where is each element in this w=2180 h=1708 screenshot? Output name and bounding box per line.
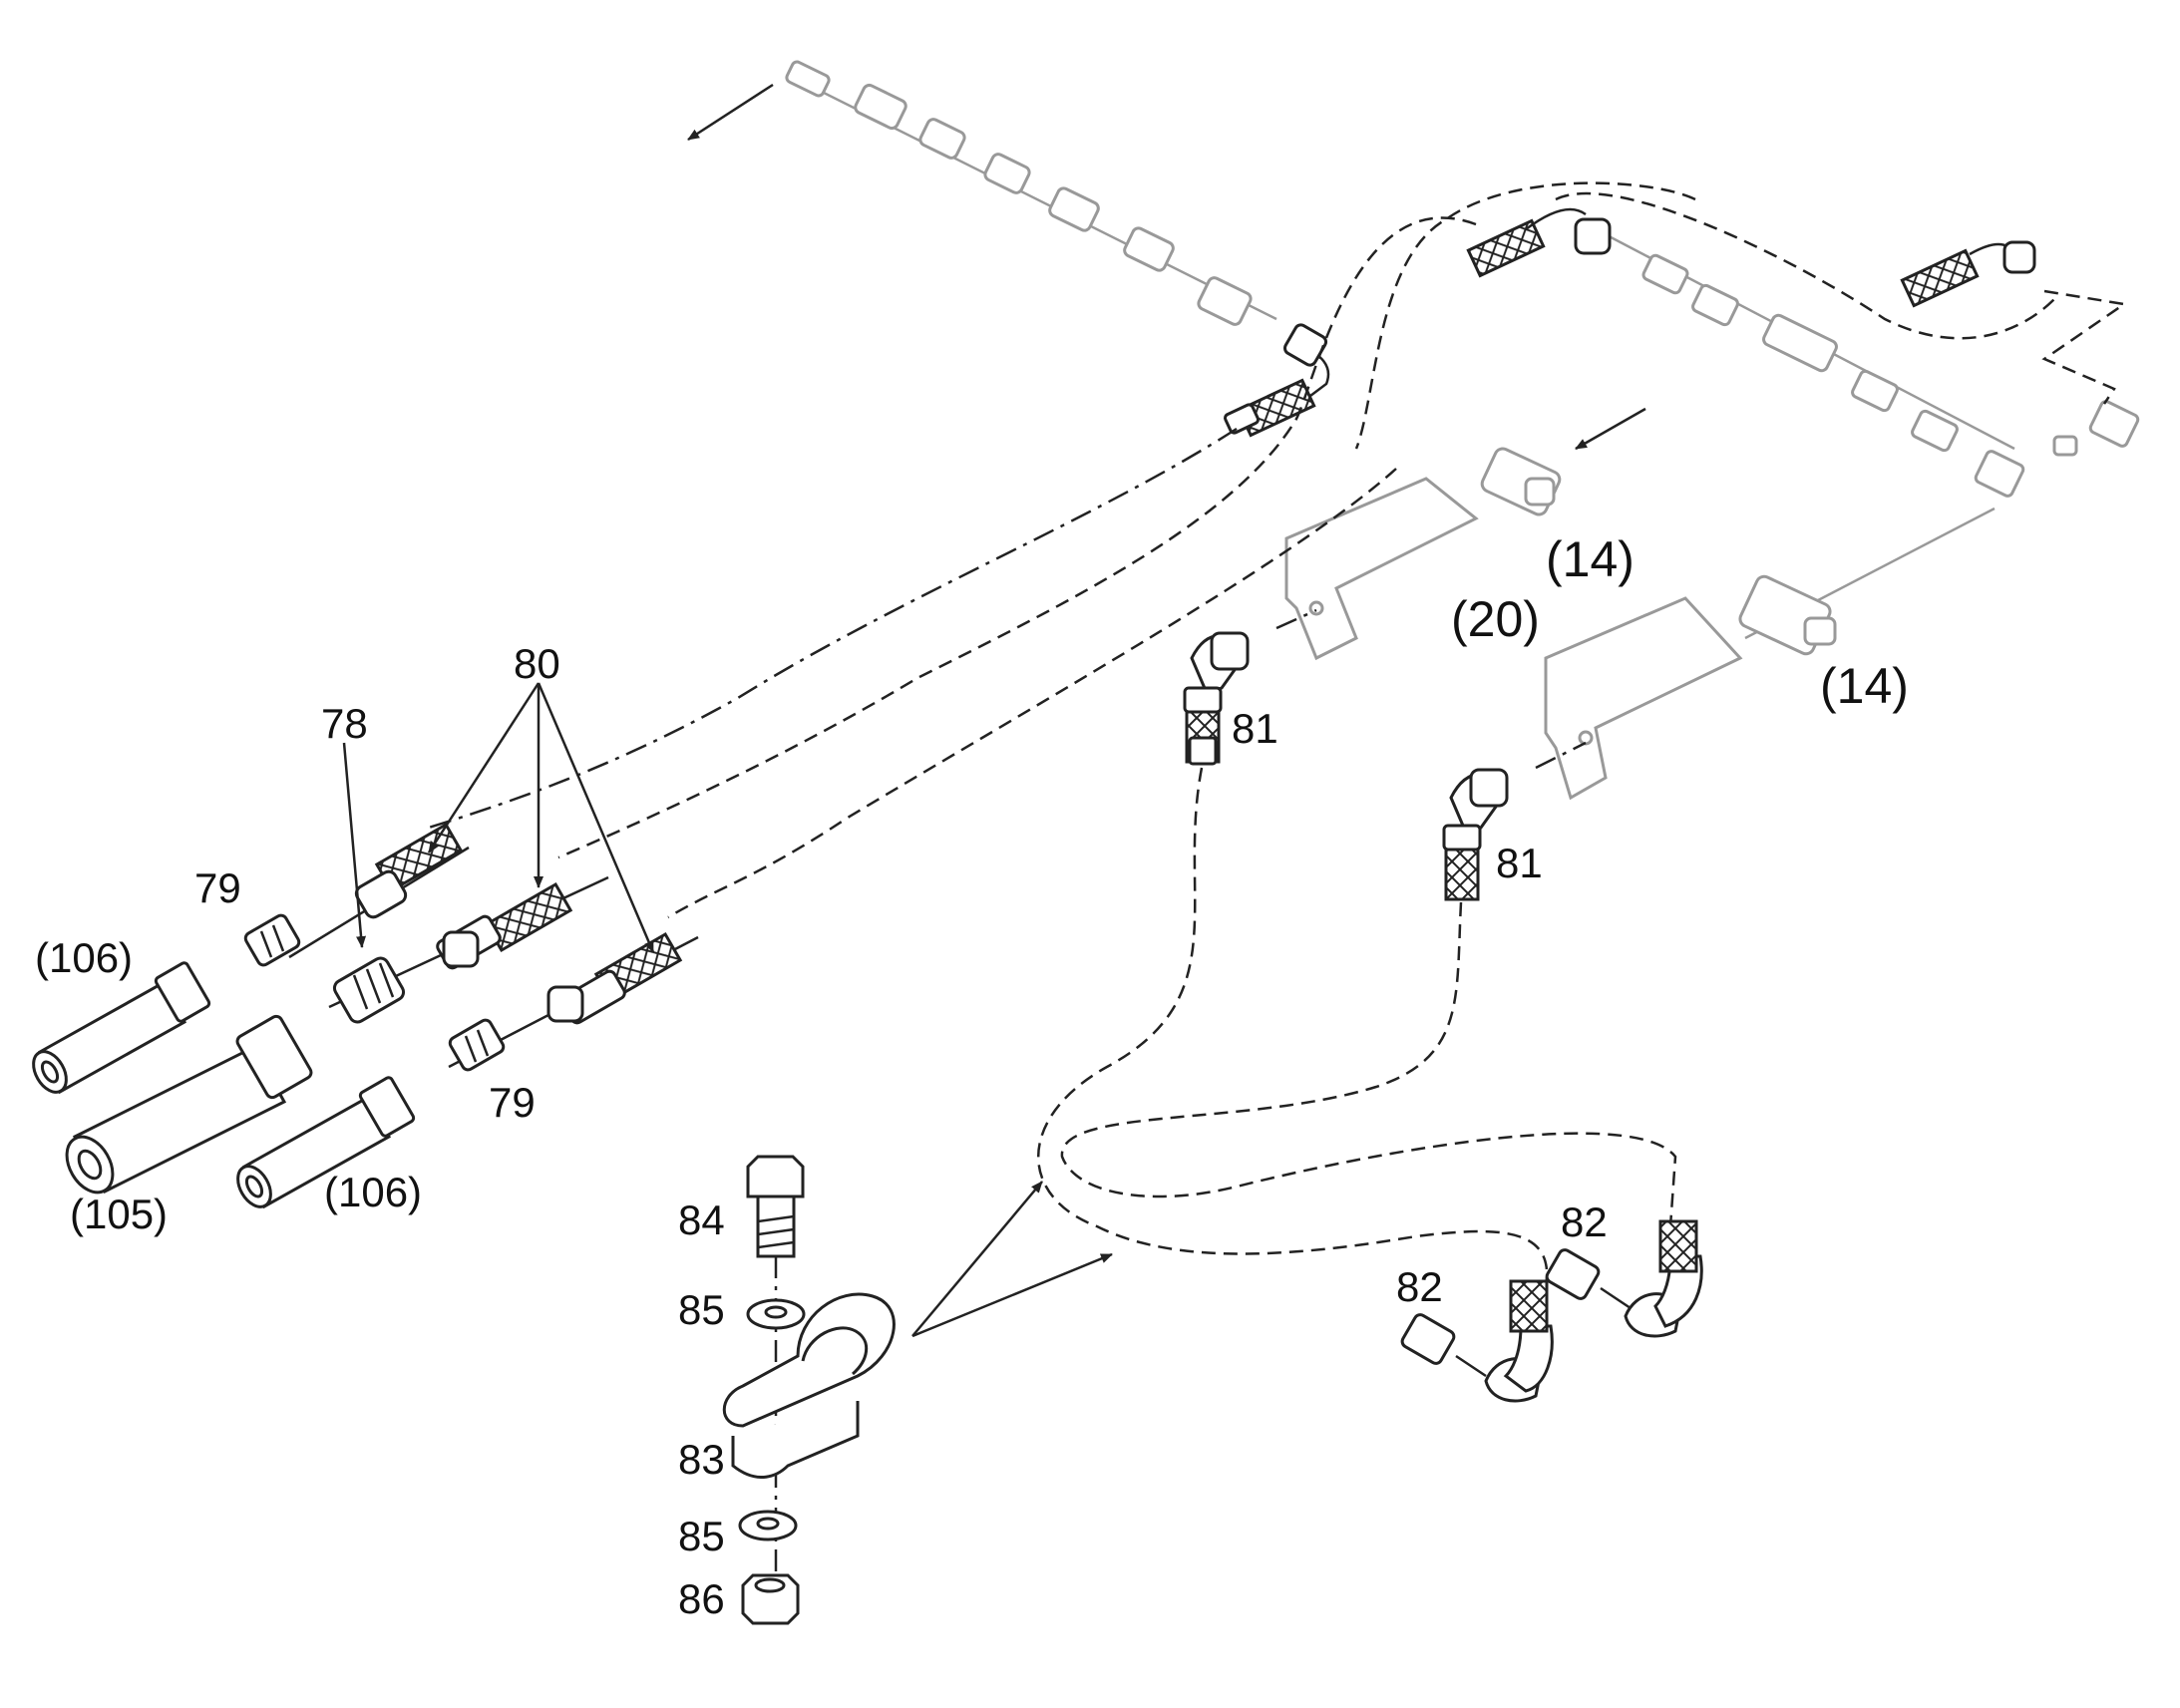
label-79-upper: 79 — [194, 864, 241, 911]
fitting-78 — [332, 956, 406, 1024]
hose-81-left — [1183, 608, 1317, 766]
callout-leaders-left — [342, 682, 655, 953]
label-81-left: 81 — [1232, 705, 1278, 752]
hose-81-right — [1442, 741, 1587, 901]
mounting-bracket-lower — [1544, 596, 1743, 801]
upper-right-fitting-run — [1466, 207, 2140, 498]
upper-ghost-fitting-run — [687, 60, 1330, 438]
clamp-83 — [722, 1292, 896, 1480]
label-106-lower: (106) — [324, 1169, 422, 1215]
tube-106-upper — [32, 961, 211, 1095]
label-78: 78 — [321, 700, 368, 747]
label-79-lower: 79 — [489, 1079, 536, 1126]
washer-85-lower — [738, 1510, 798, 1541]
nut-86 — [741, 1573, 800, 1625]
clamp-callout-leaders — [911, 1181, 1113, 1338]
label-82-left: 82 — [1396, 1263, 1443, 1310]
adapter-79-lower — [448, 1018, 506, 1072]
washer-85-upper — [746, 1298, 806, 1330]
tube-105 — [65, 1014, 313, 1195]
label-14-upper: (14) — [1546, 531, 1635, 587]
hose-assembly-bottom — [448, 931, 699, 1069]
bolt-84 — [746, 1155, 805, 1258]
valve-block-lower — [1738, 507, 1996, 656]
label-106-upper: (106) — [35, 934, 133, 981]
elbow-fitting-82-right — [1545, 1219, 1703, 1338]
label-86: 86 — [678, 1575, 725, 1622]
tube-106-lower — [236, 1076, 416, 1209]
label-105: (105) — [70, 1191, 168, 1237]
valve-block-upper — [1480, 407, 1646, 516]
label-85-lower: 85 — [678, 1513, 725, 1559]
label-84: 84 — [678, 1196, 725, 1243]
adapter-79-upper — [243, 913, 301, 967]
elbow-fitting-82-left — [1400, 1279, 1554, 1403]
label-80: 80 — [514, 640, 560, 687]
label-85-upper: 85 — [678, 1286, 725, 1333]
mounting-bracket-upper — [1284, 477, 1479, 661]
label-20: (20) — [1451, 591, 1540, 647]
label-83: 83 — [678, 1436, 725, 1483]
part-callout-labels: 80 78 79 (106) 79 (106) (105) 84 85 83 8… — [35, 531, 1909, 1622]
label-14-lower: (14) — [1820, 658, 1909, 714]
hose-assembly-top — [288, 822, 470, 959]
label-81-right: 81 — [1496, 840, 1543, 886]
label-82-right: 82 — [1561, 1198, 1608, 1245]
hose-routing-lines — [428, 181, 2055, 1287]
